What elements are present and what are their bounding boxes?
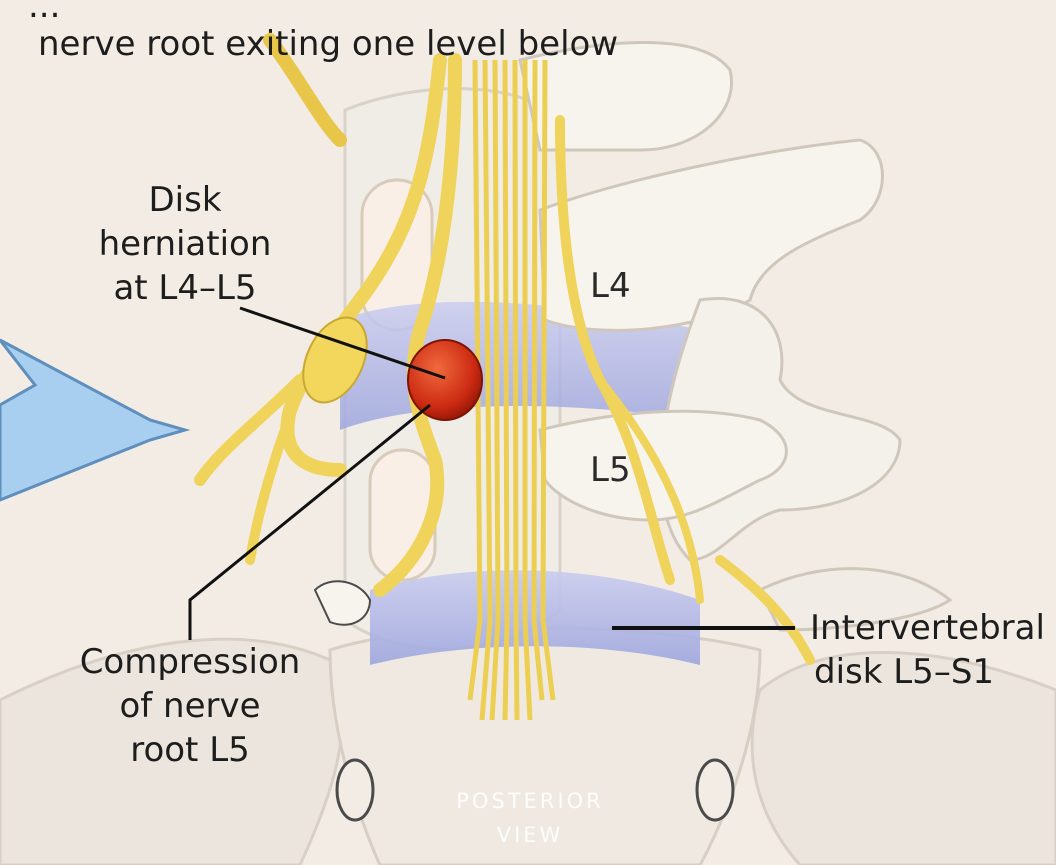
disk-herniation-line2: herniation	[70, 222, 300, 266]
posterior-view-line2: VIEW	[420, 818, 640, 852]
intervertebral-line1: Intervertebral	[810, 606, 1045, 650]
l4-label: L4	[590, 266, 631, 306]
disk-herniation-label: Disk herniation at L4–L5	[70, 178, 300, 310]
intervertebral-line2: disk L5–S1	[810, 650, 1045, 694]
intervertebral-label: Intervertebral disk L5–S1	[810, 606, 1045, 694]
disk-herniation-line3: at L4–L5	[70, 266, 300, 310]
posterior-view-line1: POSTERIOR	[420, 784, 640, 818]
compression-label: Compression of nerve root L5	[60, 640, 320, 772]
sacral-foramen-left	[337, 760, 373, 820]
disk-herniation	[408, 340, 482, 420]
caption-line2: nerve root exiting one level below	[38, 22, 618, 66]
sacral-foramen-right	[697, 760, 733, 820]
compression-line3: root L5	[60, 728, 320, 772]
compression-line2: of nerve	[60, 684, 320, 728]
l5-label: L5	[590, 450, 631, 490]
posterior-view-label: POSTERIOR VIEW	[420, 784, 640, 852]
compression-line1: Compression	[60, 640, 320, 684]
disk-herniation-line1: Disk	[70, 178, 300, 222]
